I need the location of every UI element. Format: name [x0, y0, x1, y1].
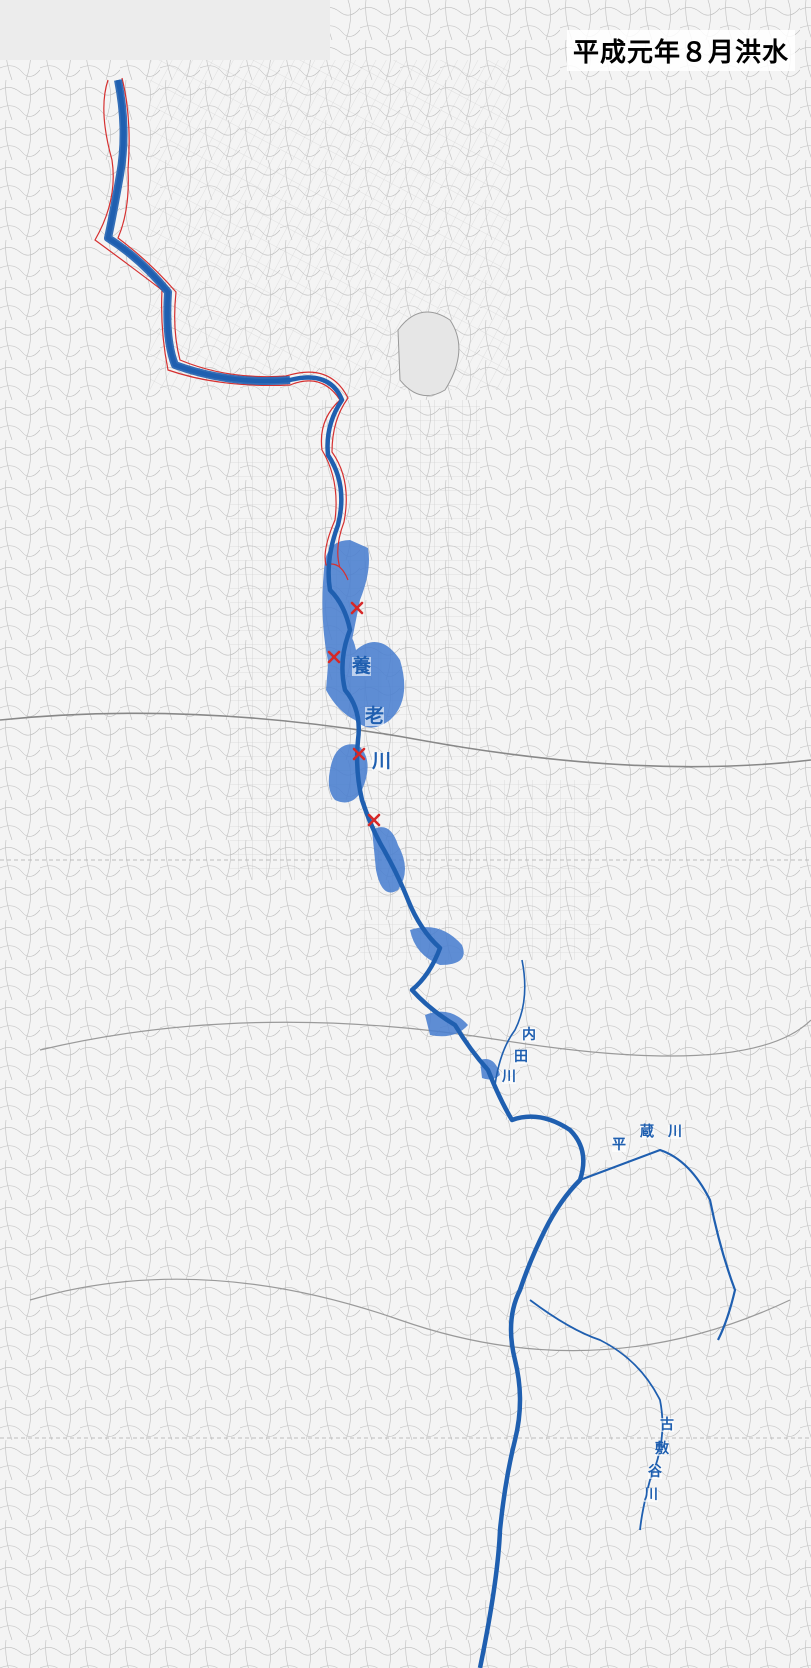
road-2	[39, 1019, 811, 1057]
sea-area	[0, 0, 330, 60]
hirakura-river-label-2: 蔵	[640, 1124, 654, 1140]
yoro-river-north-thick	[104, 79, 291, 385]
map-title: 平成元年８月洪水	[566, 30, 795, 71]
yoro-river-label-3: 川	[372, 750, 392, 772]
koshikiya-river-label-3: 谷	[648, 1464, 662, 1480]
hirakura-river-line	[579, 1148, 737, 1341]
breach-mark-4	[367, 813, 381, 827]
yoro-river-label-1: 養	[352, 655, 372, 677]
flood-area-2	[326, 632, 405, 728]
uchida-river-line	[494, 959, 526, 1086]
koshikiya-river-label-1: 古	[660, 1417, 674, 1433]
uchida-river-label-1: 内	[522, 1027, 536, 1043]
yoro-river-label-2: 老	[365, 705, 385, 727]
road-3	[29, 1278, 791, 1352]
uchida-river-label-2: 田	[514, 1049, 528, 1065]
koshikiya-river-label-4: 川	[644, 1487, 658, 1503]
flood-areas	[322, 540, 500, 1080]
hirakura-river-label-1: 平	[612, 1137, 626, 1153]
study-area-boundary	[94, 77, 349, 581]
breach-mark-3	[352, 747, 366, 761]
koshikiya-river-label-2: 敷	[655, 1441, 669, 1457]
breach-mark-2	[327, 650, 341, 664]
breach-mark-1	[350, 601, 364, 615]
lake	[397, 311, 460, 397]
uchida-river-label-3: 川	[502, 1069, 516, 1085]
breach-marks	[327, 601, 381, 827]
road-1	[0, 712, 811, 768]
hirakura-river-label-3: 川	[668, 1124, 682, 1140]
